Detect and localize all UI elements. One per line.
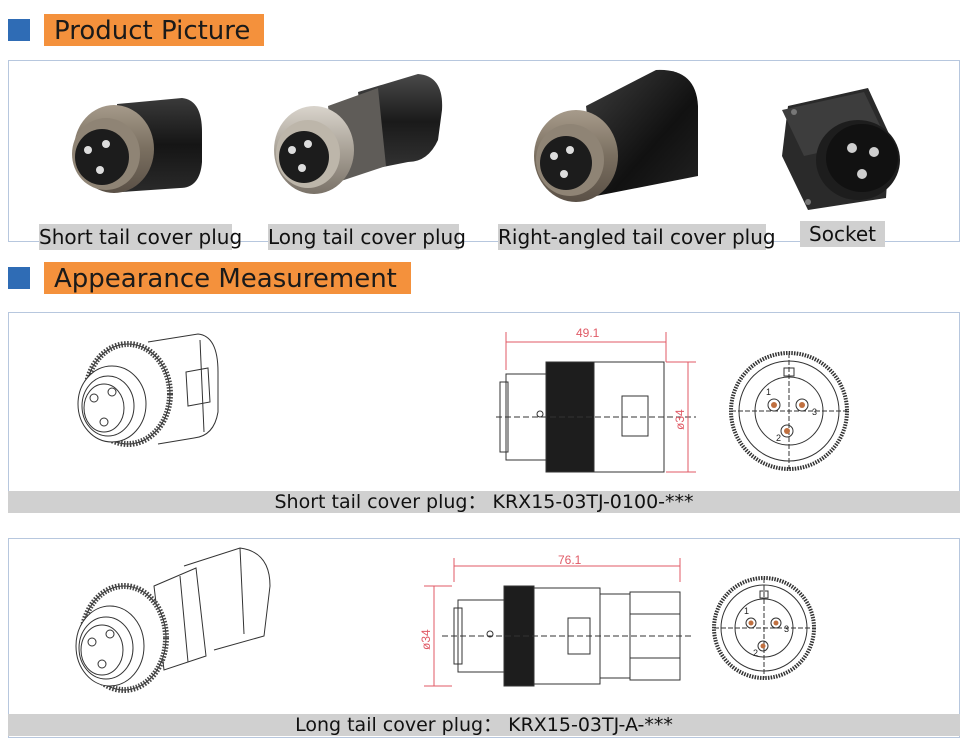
section-title-appearance: Appearance Measurement <box>44 262 411 294</box>
long-plug-iso-drawing <box>75 547 271 693</box>
short-tail-plug-photo <box>72 98 202 193</box>
socket-photo <box>782 88 900 210</box>
short-length-dimension: 49.1 <box>576 326 600 340</box>
long-pin-3-label: 3 <box>784 624 789 634</box>
short-plug-iso-drawing <box>77 333 219 447</box>
long-pin-2-label: 2 <box>753 648 758 658</box>
long-plug-side-view: 76.1 ø34 <box>419 553 694 687</box>
long-pin-1-label: 1 <box>744 606 749 616</box>
section-square-icon <box>8 19 30 41</box>
section-title-product-picture: Product Picture <box>44 14 265 46</box>
section-square-icon <box>8 267 30 289</box>
short-plug-side-view: 49.1 ø34 <box>496 326 696 473</box>
long-tail-plug-photo <box>274 74 443 194</box>
section-header-product-picture: Product Picture <box>8 14 265 46</box>
short-plug-caption: Short tail cover plug： KRX15-03TJ-0100-*… <box>8 491 960 513</box>
product-label-short: Short tail cover plug <box>39 224 243 250</box>
short-plug-front-view: 1 3 2 <box>729 351 849 471</box>
section-header-appearance: Appearance Measurement <box>8 262 411 294</box>
long-diameter-dimension: ø34 <box>419 629 433 650</box>
short-diameter-dimension: ø34 <box>673 409 687 430</box>
product-label-long: Long tail cover plug <box>268 224 466 250</box>
product-label-right-angled: Right-angled tail cover plug <box>498 224 776 250</box>
long-length-dimension: 76.1 <box>558 553 582 567</box>
short-pin-2-label: 2 <box>776 433 781 443</box>
long-plug-front-view: 1 3 2 <box>712 576 816 680</box>
right-angled-plug-photo <box>534 69 698 202</box>
long-plug-caption: Long tail cover plug： KRX15-03TJ-A-*** <box>8 714 960 736</box>
short-pin-1-label: 1 <box>766 387 771 397</box>
short-pin-3-label: 3 <box>812 407 817 417</box>
product-label-socket: Socket <box>800 221 885 247</box>
